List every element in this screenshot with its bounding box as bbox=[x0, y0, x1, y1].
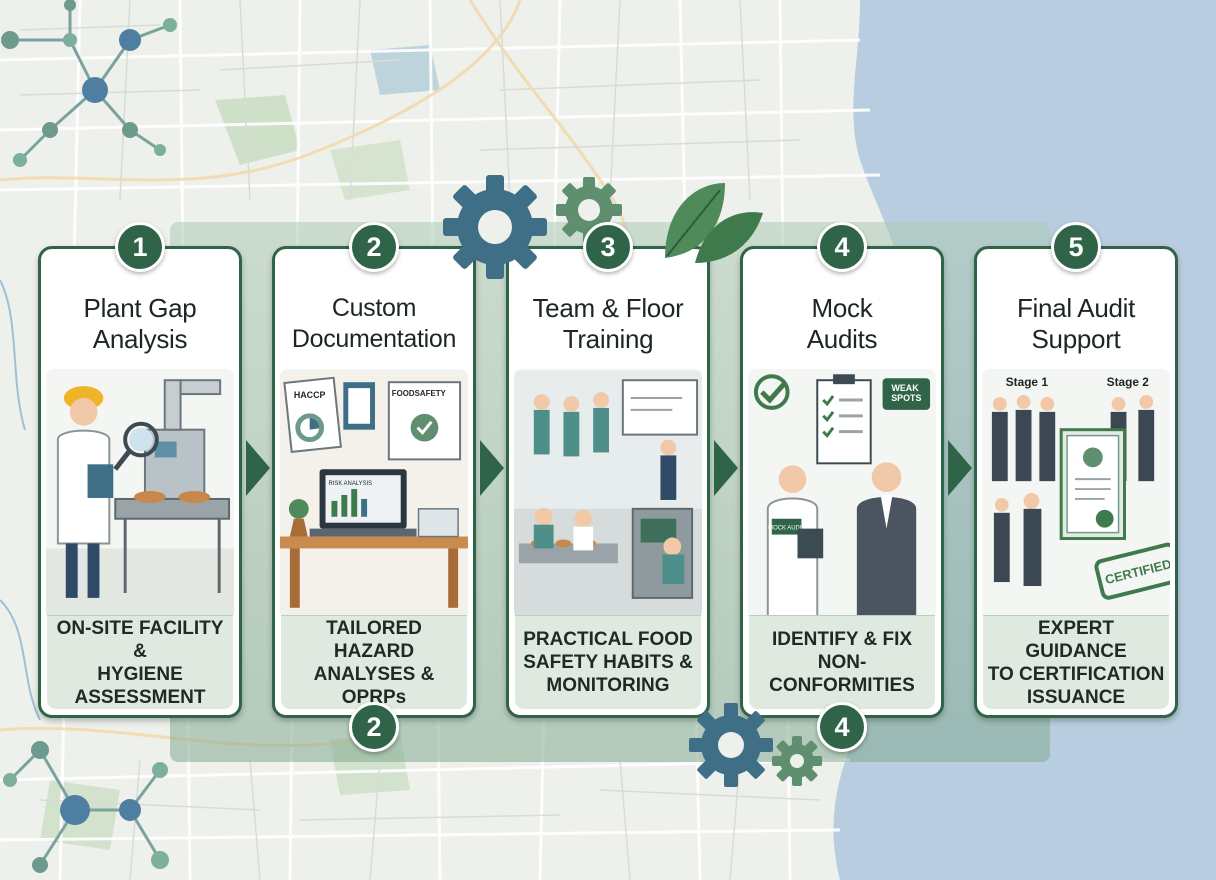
molecule-icon bbox=[3, 741, 169, 873]
step-number-badge: 1 bbox=[115, 222, 165, 272]
documentation-illustration: HACCP FOODSAFETY RISK ANALYSIS bbox=[280, 369, 468, 619]
step-number-badge-bottom: 4 bbox=[817, 702, 867, 752]
step-number-badge: 5 bbox=[1051, 222, 1101, 272]
weak-spots-label: WEAK SPOTS bbox=[891, 383, 921, 403]
step-description: EXPERT GUIDANCE TO CERTIFICATION ISSUANC… bbox=[983, 615, 1169, 709]
leaf-icon bbox=[665, 183, 763, 263]
step-card-team-floor-training: Team & Floor Training PRACT bbox=[506, 246, 710, 718]
step-card-final-audit-support: Final Audit Support Stage 1 Stage 2 bbox=[974, 246, 1178, 718]
molecule-icon bbox=[1, 0, 177, 167]
foodsafety-label: FOODSAFETY bbox=[392, 389, 447, 398]
step-number-badge: 3 bbox=[583, 222, 633, 272]
step-card-plant-gap-analysis: Plant Gap Analysis ON-SITE FACILITY bbox=[38, 246, 242, 718]
inspector-illustration bbox=[46, 369, 234, 619]
step-number-badge: 2 bbox=[349, 222, 399, 272]
step-title: Custom Documentation bbox=[291, 294, 457, 353]
stage-2-label: Stage 2 bbox=[1107, 375, 1150, 389]
step-title: Final Audit Support bbox=[1016, 293, 1136, 354]
stage-1-label: Stage 1 bbox=[1006, 375, 1049, 389]
mock-audit-illustration: WEAK SPOTS MOCK AUDIT bbox=[748, 369, 936, 619]
arrow-right-icon bbox=[948, 440, 972, 496]
risk-analysis-label: RISK ANALYSIS bbox=[328, 481, 372, 487]
arrow-right-icon bbox=[480, 440, 504, 496]
step-number-badge: 4 bbox=[817, 222, 867, 272]
label-line: SPOTS bbox=[891, 393, 921, 403]
gear-icon bbox=[443, 175, 547, 279]
step-description: TAILORED HAZARD ANALYSES & OPRPs bbox=[281, 615, 467, 709]
arrow-right-icon bbox=[714, 440, 738, 496]
step-title: Plant Gap Analysis bbox=[83, 293, 197, 354]
step-title: Team & Floor Training bbox=[532, 293, 684, 354]
mock-audit-badge-label: MOCK AUDIT bbox=[768, 526, 805, 532]
step-number-badge-bottom: 2 bbox=[349, 702, 399, 752]
gear-icon bbox=[772, 736, 822, 786]
step-description: ON-SITE FACILITY & HYGIENE ASSESSMENT bbox=[47, 615, 233, 709]
step-card-mock-audits: Mock Audits WEAK SPOTS MOCK AUDIT bbox=[740, 246, 944, 718]
step-description: PRACTICAL FOOD SAFETY HABITS & MONITORIN… bbox=[515, 615, 701, 709]
step-card-custom-documentation: Custom Documentation HACCP FOODSAFETY RI… bbox=[272, 246, 476, 718]
training-illustration bbox=[514, 369, 702, 619]
gear-icon bbox=[689, 703, 773, 787]
arrow-right-icon bbox=[246, 440, 270, 496]
haccp-label: HACCP bbox=[294, 390, 326, 400]
step-description: IDENTIFY & FIX NON-CONFORMITIES bbox=[749, 615, 935, 709]
step-title: Mock Audits bbox=[806, 293, 878, 354]
certification-illustration: Stage 1 Stage 2 CERTIFIED bbox=[982, 369, 1170, 619]
